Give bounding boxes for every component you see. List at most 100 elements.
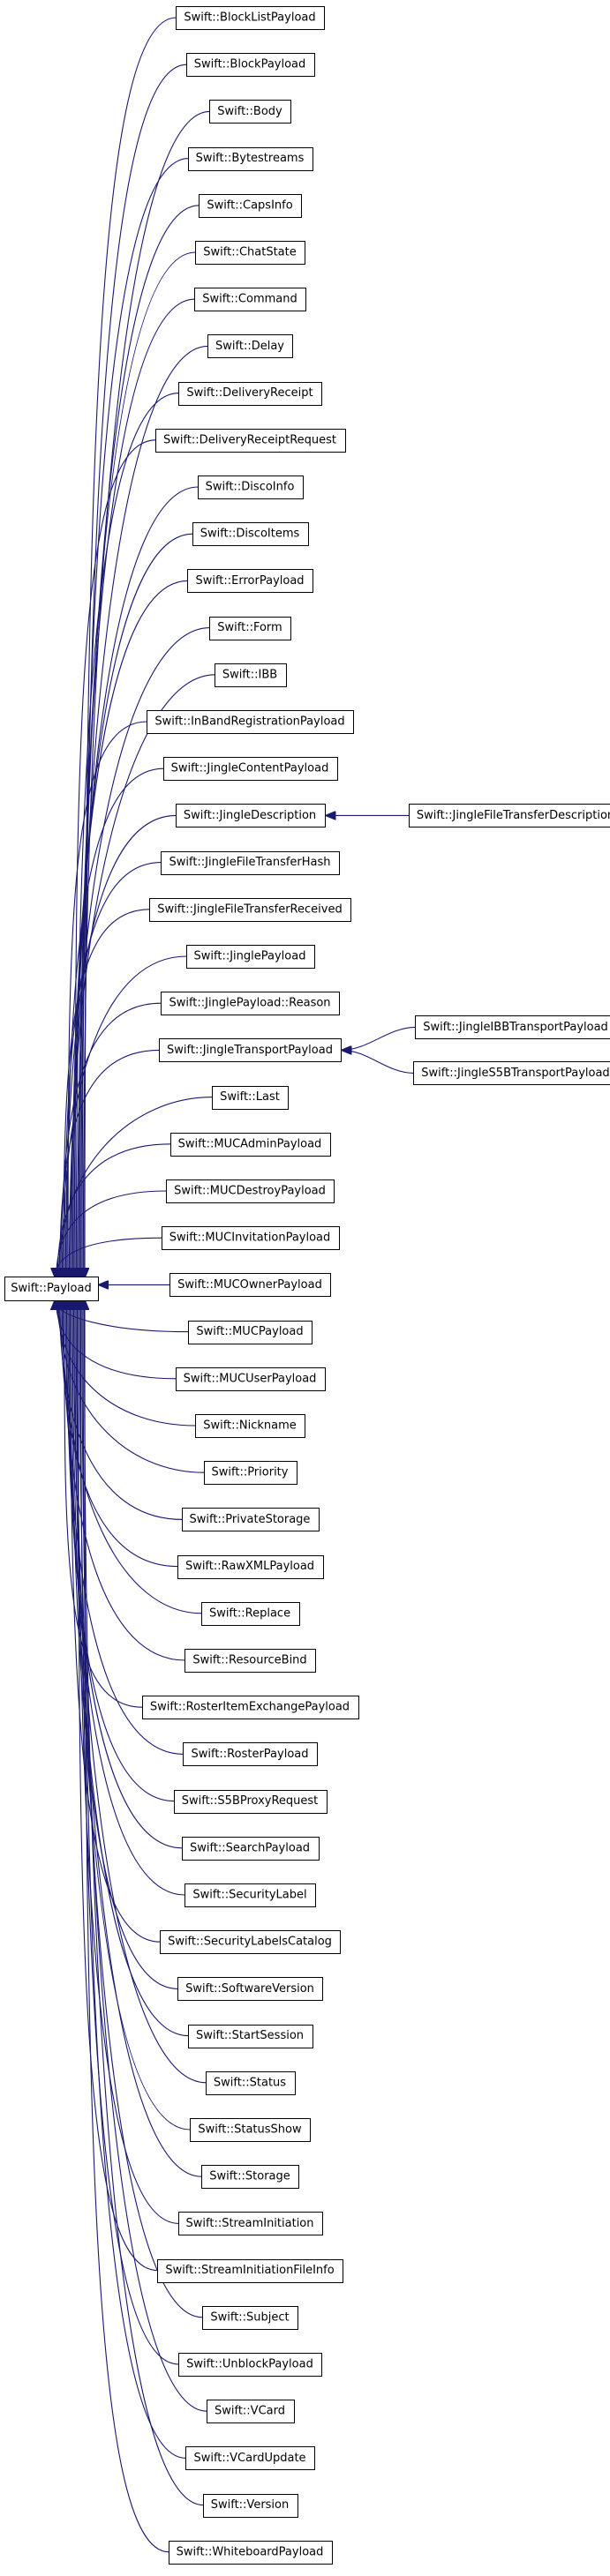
- class-node-swift-vcard[interactable]: Swift::VCard: [207, 2400, 295, 2423]
- class-label: Swift::StatusShow: [198, 2123, 302, 2137]
- class-node-swift-softwareversion[interactable]: Swift::SoftwareVersion: [177, 1977, 323, 2001]
- class-node-swift-errorpayload[interactable]: Swift::ErrorPayload: [187, 569, 313, 593]
- class-node-swift-subject[interactable]: Swift::Subject: [202, 2306, 298, 2330]
- class-node-swift-mucadminpayload[interactable]: Swift::MUCAdminPayload: [170, 1133, 331, 1157]
- class-node-swift-bytestreams[interactable]: Swift::Bytestreams: [188, 147, 313, 171]
- edge-swift-blockpayload-to-payload: [85, 64, 187, 1277]
- class-node-swift-status[interactable]: Swift::Status: [206, 2071, 296, 2095]
- edge-swift-version-to-payload: [84, 1300, 204, 2506]
- class-label: Swift::Subject: [210, 2310, 289, 2324]
- edge-swift-jingleibbtransportpayload-to-swift-jingletransportpayload: [343, 1026, 416, 1050]
- class-node-swift-unblockpayload[interactable]: Swift::UnblockPayload: [178, 2353, 322, 2377]
- class-node-swift-nickname[interactable]: Swift::Nickname: [195, 1414, 305, 1438]
- class-node-swift-deliveryreceiptrequest[interactable]: Swift::DeliveryReceiptRequest: [155, 429, 346, 453]
- class-node-swift-mucdestroypayload[interactable]: Swift::MUCDestroyPayload: [166, 1179, 335, 1203]
- class-label: Swift::MUCUserPayload: [184, 1372, 317, 1385]
- class-label: Swift::SearchPayload: [190, 1841, 310, 1854]
- class-label: Swift::JingleFileTransferDescription: [417, 809, 610, 822]
- class-node-swift-ibb[interactable]: Swift::IBB: [215, 663, 287, 687]
- class-node-swift-privatestorage[interactable]: Swift::PrivateStorage: [182, 1508, 320, 1531]
- class-node-swift-streaminitiation[interactable]: Swift::StreamInitiation: [178, 2212, 323, 2235]
- class-label: Swift::ChatState: [203, 246, 297, 259]
- class-node-swift-securitylabelscatalog[interactable]: Swift::SecurityLabelsCatalog: [160, 1930, 341, 1954]
- edge-swift-capsinfo-to-payload: [81, 205, 200, 1277]
- class-node-swift-mucownerpayload[interactable]: Swift::MUCOwnerPayload: [169, 1273, 331, 1297]
- class-label: Swift::IBB: [222, 668, 277, 681]
- class-node-swift-capsinfo[interactable]: Swift::CapsInfo: [199, 194, 302, 218]
- class-node-swift-storage[interactable]: Swift::Storage: [201, 2165, 299, 2189]
- class-label: Swift::CapsInfo: [207, 198, 292, 212]
- class-label: Swift::Delay: [215, 340, 284, 353]
- class-node-swift-body[interactable]: Swift::Body: [209, 100, 291, 124]
- class-node-swift-version[interactable]: Swift::Version: [203, 2494, 298, 2518]
- class-node-swift-command[interactable]: Swift::Command: [194, 288, 306, 311]
- class-node-swift-jingleibbtransportpayload[interactable]: Swift::JingleIBBTransportPayload: [415, 1015, 610, 1039]
- edge-swift-discoinfo-to-payload: [74, 486, 199, 1277]
- class-node-swift-resourcebind[interactable]: Swift::ResourceBind: [185, 1649, 316, 1673]
- edge-swift-searchpayload-to-payload: [68, 1300, 183, 1849]
- class-label: Swift::Bytestreams: [196, 152, 305, 165]
- class-label: Swift::JingleIBBTransportPayload: [423, 1021, 608, 1034]
- edge-swift-last-to-payload: [58, 1097, 213, 1277]
- class-label: Swift::StreamInitiation: [186, 2217, 314, 2230]
- edge-swift-statusshow-to-payload: [75, 1300, 191, 2130]
- class-label: Swift::JingleContentPayload: [171, 762, 329, 775]
- class-node-swift-mucpayload[interactable]: Swift::MUCPayload: [188, 1321, 313, 1344]
- class-node-swift-inbandregistrationpayload[interactable]: Swift::InBandRegistrationPayload: [147, 710, 354, 734]
- class-node-swift-jinglecontentpayload[interactable]: Swift::JingleContentPayload: [163, 757, 338, 781]
- class-node-swift-mucinvitationpayload[interactable]: Swift::MUCInvitationPayload: [162, 1226, 340, 1250]
- edge-swift-whiteboardpayload-to-payload: [85, 1300, 169, 2553]
- class-node-swift-priority[interactable]: Swift::Priority: [204, 1461, 297, 1485]
- class-node-swift-jinglefiletransferreceived[interactable]: Swift::JingleFileTransferReceived: [149, 898, 351, 922]
- edge-swift-jingles5btransportpayload-to-swift-jingletransportpayload: [343, 1050, 414, 1074]
- class-node-swift-s5bproxyrequest[interactable]: Swift::S5BProxyRequest: [174, 1790, 328, 1814]
- class-node-swift-mucuserpayload[interactable]: Swift::MUCUserPayload: [176, 1367, 326, 1391]
- class-node-swift-deliveryreceipt[interactable]: Swift::DeliveryReceipt: [178, 382, 322, 406]
- class-node-swift-vcardupdate[interactable]: Swift::VCardUpdate: [185, 2446, 315, 2470]
- class-node-swift-startsession[interactable]: Swift::StartSession: [188, 2025, 313, 2048]
- class-node-swift-streaminitiationfileinfo[interactable]: Swift::StreamInitiationFileInfo: [157, 2259, 343, 2283]
- class-label: Swift::SecurityLabelsCatalog: [168, 1936, 332, 1949]
- class-label: Swift::Body: [217, 105, 282, 118]
- edge-swift-softwareversion-to-payload: [72, 1300, 178, 1989]
- class-node-swift-jinglepayload-reason[interactable]: Swift::JinglePayload::Reason: [161, 992, 340, 1015]
- class-node-swift-chatstate[interactable]: Swift::ChatState: [195, 241, 305, 265]
- class-node-swift-jingles5btransportpayload[interactable]: Swift::JingleS5BTransportPayload: [413, 1061, 610, 1085]
- class-node-swift-last[interactable]: Swift::Last: [212, 1086, 289, 1110]
- class-node-swift-jinglefiletransferdescription[interactable]: Swift::JingleFileTransferDescription: [409, 804, 610, 827]
- class-label: Swift::SecurityLabel: [192, 1889, 306, 1902]
- class-node-swift-delay[interactable]: Swift::Delay: [207, 334, 293, 358]
- class-label: Swift::RosterItemExchangePayload: [150, 1701, 350, 1714]
- class-node-swift-rosteritemexchangepayload[interactable]: Swift::RosterItemExchangePayload: [142, 1696, 359, 1719]
- class-node-swift-jingletransportpayload[interactable]: Swift::JingleTransportPayload: [159, 1038, 342, 1062]
- class-node-swift-whiteboardpayload[interactable]: Swift::WhiteboardPayload: [169, 2541, 333, 2565]
- edge-swift-mucadminpayload-to-payload: [57, 1143, 171, 1277]
- class-label: Swift::WhiteboardPayload: [177, 2545, 324, 2558]
- edge-swift-storage-to-payload: [76, 1300, 202, 2177]
- class-node-swift-replace[interactable]: Swift::Replace: [201, 1602, 300, 1626]
- edge-swift-rawxmlpayload-to-payload: [61, 1300, 178, 1568]
- class-node-swift-jingledescription[interactable]: Swift::JingleDescription: [176, 804, 326, 827]
- class-node-swift-jinglefiletransferhash[interactable]: Swift::JingleFileTransferHash: [161, 851, 340, 875]
- class-label: Swift::JingleFileTransferReceived: [157, 902, 342, 916]
- class-label: Swift::StreamInitiationFileInfo: [165, 2264, 334, 2277]
- class-node-swift-form[interactable]: Swift::Form: [209, 617, 291, 640]
- class-label: Swift::DiscoItems: [200, 528, 300, 541]
- class-node-swift-discoinfo[interactable]: Swift::DiscoInfo: [198, 476, 304, 499]
- class-label: Swift::MUCAdminPayload: [178, 1137, 322, 1150]
- class-node-swift-blocklistpayload[interactable]: Swift::BlockListPayload: [176, 6, 325, 30]
- class-node-swift-securitylabel[interactable]: Swift::SecurityLabel: [185, 1883, 316, 1907]
- class-label: Swift::UnblockPayload: [186, 2358, 313, 2371]
- class-node-swift-rosterpayload[interactable]: Swift::RosterPayload: [183, 1742, 318, 1766]
- edge-swift-body-to-payload: [83, 110, 210, 1277]
- class-node-swift-rawxmlpayload[interactable]: Swift::RawXMLPayload: [177, 1555, 324, 1579]
- class-node-swift-payload[interactable]: Swift::Payload: [4, 1277, 99, 1301]
- edge-swift-streaminitiation-to-payload: [77, 1300, 179, 2224]
- class-node-swift-blockpayload[interactable]: Swift::BlockPayload: [186, 53, 315, 77]
- class-node-swift-statusshow[interactable]: Swift::StatusShow: [190, 2118, 311, 2142]
- class-node-swift-jinglepayload[interactable]: Swift::JinglePayload: [186, 945, 315, 969]
- class-node-swift-discoitems[interactable]: Swift::DiscoItems: [192, 522, 309, 546]
- class-label: Swift::MUCInvitationPayload: [169, 1232, 331, 1245]
- class-label: Swift::S5BProxyRequest: [182, 1794, 319, 1808]
- class-node-swift-searchpayload[interactable]: Swift::SearchPayload: [182, 1837, 320, 1861]
